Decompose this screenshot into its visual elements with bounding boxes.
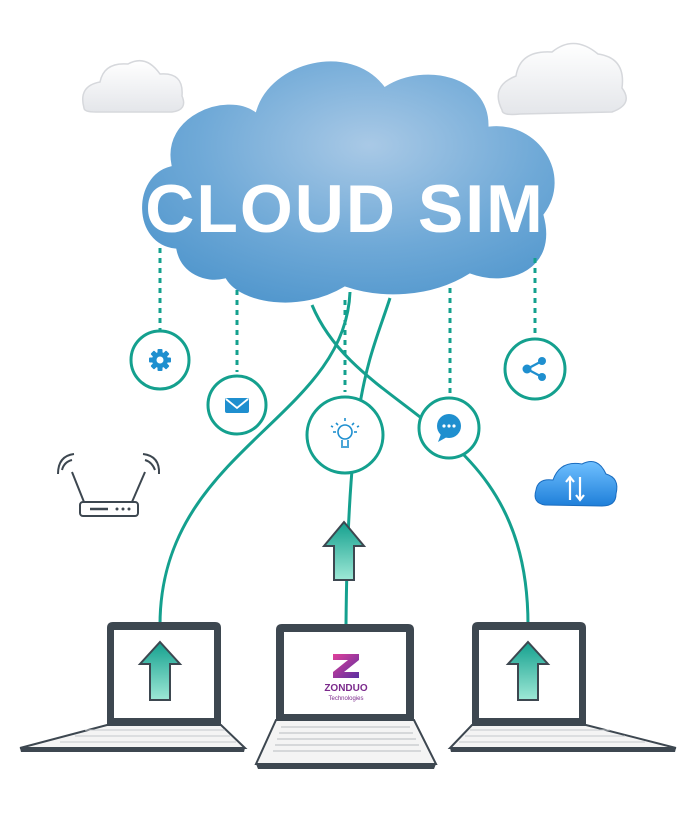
logo-name: ZONDUO: [324, 683, 368, 694]
center-upload-arrow: [321, 520, 367, 581]
laptop-center: ZONDUO Technologies: [254, 624, 438, 769]
gear-service-node[interactable]: [129, 329, 191, 391]
share-icon: [522, 357, 546, 381]
mail-service-node[interactable]: [206, 374, 268, 436]
curve-left-laptop: [158, 291, 352, 626]
chat-icon: [437, 414, 461, 442]
wifi-router-icon: [57, 453, 161, 517]
up-arrow-icon: [505, 640, 551, 701]
gear-icon: [149, 349, 171, 371]
up-arrow-icon: [321, 520, 367, 581]
idea-service-node[interactable]: [305, 395, 385, 475]
laptop-right: [447, 622, 677, 752]
share-service-node[interactable]: [503, 337, 567, 401]
zonduo-logo: ZONDUO Technologies: [324, 654, 368, 702]
envelope-icon: [225, 398, 249, 413]
main-cloud: CLOUD SIM: [139, 58, 558, 306]
decorative-cloud-left: [82, 59, 185, 113]
laptop-left: [19, 622, 248, 752]
dashed-connectors: [158, 248, 537, 395]
cloud-title: CLOUD SIM: [145, 171, 545, 247]
decorative-cloud-right: [497, 42, 627, 116]
logo-tagline: Technologies: [328, 696, 363, 702]
chat-service-node[interactable]: [417, 396, 481, 460]
cloud-sync-icon: [534, 461, 618, 507]
up-arrow-icon: [137, 640, 183, 701]
lightbulb-icon: [330, 418, 360, 448]
